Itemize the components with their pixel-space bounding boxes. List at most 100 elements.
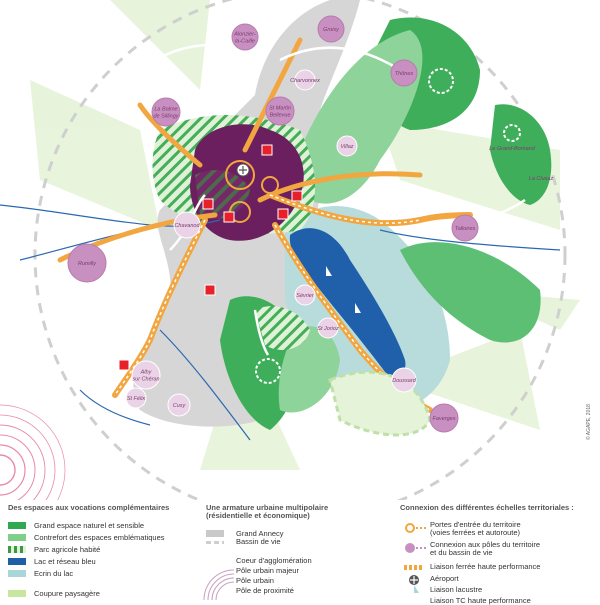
legend-item: Parc agricole habité — [34, 545, 101, 554]
legend-item: Pôle urbain majeur — [236, 566, 299, 575]
town-stjorioz: St Jorioz — [317, 317, 339, 339]
town-label: Faverges — [433, 416, 456, 422]
town-marker — [294, 69, 316, 91]
legend: Des espaces aux vocations complémentaire… — [0, 500, 600, 605]
legend-title-espaces: Des espaces aux vocations complémentaire… — [8, 503, 170, 512]
swatch-liaison-ferree — [404, 565, 422, 570]
bassin-de-vie-circle — [33, 0, 567, 500]
lac-annecy — [289, 228, 406, 376]
swatch-coupure — [8, 590, 26, 597]
town-villaz: Villaz — [336, 135, 358, 157]
town-label: Doussard — [392, 378, 416, 384]
town-marker — [151, 97, 181, 127]
town-label: Rumilly — [78, 261, 97, 267]
copyright-text: © AGAPE, 2018 — [586, 404, 592, 440]
legend-item: Portes d'entrée du territoire (voies fer… — [430, 520, 521, 537]
town-marker — [336, 135, 358, 157]
town-marker — [429, 403, 459, 433]
portes-entree — [118, 144, 303, 371]
town-cusy: Cusy — [167, 393, 191, 417]
legend-col-connexion: Connexion des différentes échelles terri… — [400, 503, 600, 605]
town-marker — [390, 59, 418, 87]
legend-item: Grand Annecy — [236, 529, 284, 538]
town-thones: Thônes — [390, 59, 418, 87]
town-marker — [67, 243, 107, 283]
town-sevrier: Sévrier — [294, 284, 316, 306]
legend-title-connexion: Connexion des différentes échelles terri… — [400, 503, 574, 512]
town-groisy: Groisy — [317, 15, 345, 43]
boat-icon — [326, 266, 361, 313]
legend-item: Pôle urbain — [236, 576, 274, 585]
legend-item: Aéroport — [430, 574, 459, 583]
town-marker — [265, 96, 295, 126]
legend-item: Coupure paysagère — [34, 589, 100, 598]
town-marker — [317, 15, 345, 43]
town-stfelix: St Félix — [125, 387, 147, 409]
town-marker — [125, 387, 147, 409]
town-marker — [131, 360, 161, 390]
town-label: La Clusaz — [529, 176, 554, 182]
town-marker — [294, 284, 316, 306]
airport-legend-icon — [409, 575, 419, 585]
town-label: Groisy — [323, 27, 340, 33]
town-label: St Jorioz — [317, 326, 339, 332]
legend-item: Pôle de proximité — [236, 586, 294, 595]
town-grandbornand: Le Grand-Bornand — [489, 146, 535, 152]
town-talloires: Talloires — [451, 214, 479, 242]
town-label: Talloires — [455, 226, 476, 232]
town-charvonnex: Charvonnex — [290, 69, 320, 91]
town-marker — [167, 393, 191, 417]
town-label: Chavanod — [174, 223, 200, 229]
town-label: St Félix — [127, 396, 146, 402]
town-marker — [451, 214, 479, 242]
porte-entree-icon — [405, 523, 426, 533]
town-marker — [231, 23, 259, 51]
town-marker — [173, 211, 201, 239]
legend-item: Ecrin du lac — [34, 569, 74, 578]
swatch-lac — [8, 558, 26, 565]
town-alonzier: Alonzier-la-Caille — [231, 23, 259, 51]
swatch-ecrin — [8, 570, 26, 577]
town-label: Le Grand-Bornand — [489, 146, 535, 152]
swatch-parc-agricole — [8, 546, 26, 553]
legend-item: Liaison TC haute performance — [430, 596, 531, 605]
town-label: Villaz — [340, 144, 353, 150]
legend-item: Bassin de vie — [236, 537, 281, 546]
legend-item: Contrefort des espaces emblématiques — [34, 533, 165, 542]
town-label: Sévrier — [296, 293, 315, 299]
town-marker — [391, 367, 417, 393]
legend-item: Lac et réseau bleu — [34, 557, 96, 566]
legend-item: Grand espace naturel et sensible — [34, 521, 145, 530]
legend-item: Liaison ferrée haute performance — [430, 562, 541, 571]
town-doussard: Doussard — [391, 367, 417, 393]
pink-concentric-rings — [0, 404, 66, 500]
town-label: Cusy — [173, 403, 187, 409]
legend-title-armature: Une armature urbaine multipolaire (résid… — [206, 503, 329, 520]
airport-icon — [236, 163, 250, 177]
town-clusaz: La Clusaz — [529, 176, 554, 182]
swatch-grand-espace — [8, 522, 26, 529]
town-chavanod: Chavanod — [173, 211, 201, 239]
town-rumilly: Rumilly — [67, 243, 107, 283]
town-label: Charvonnex — [290, 78, 320, 84]
town-marker — [317, 317, 339, 339]
boat-legend-icon — [414, 585, 419, 593]
town-label: Alonzier-la-Caille — [233, 32, 256, 45]
swatch-contrefort — [8, 534, 26, 541]
legend-col-espaces: Des espaces aux vocations complémentaire… — [8, 503, 203, 598]
pole-arcs-icon — [203, 569, 234, 600]
pole-green-rings — [255, 68, 521, 384]
town-label: Thônes — [395, 71, 414, 77]
town-faverges: Faverges — [429, 403, 459, 433]
legend-item: Liaison lacustre — [430, 585, 483, 594]
swatch-bassin — [206, 541, 224, 544]
legend-item: Coeur d'agglomération — [236, 556, 312, 565]
swatch-grand-annecy — [206, 530, 224, 537]
